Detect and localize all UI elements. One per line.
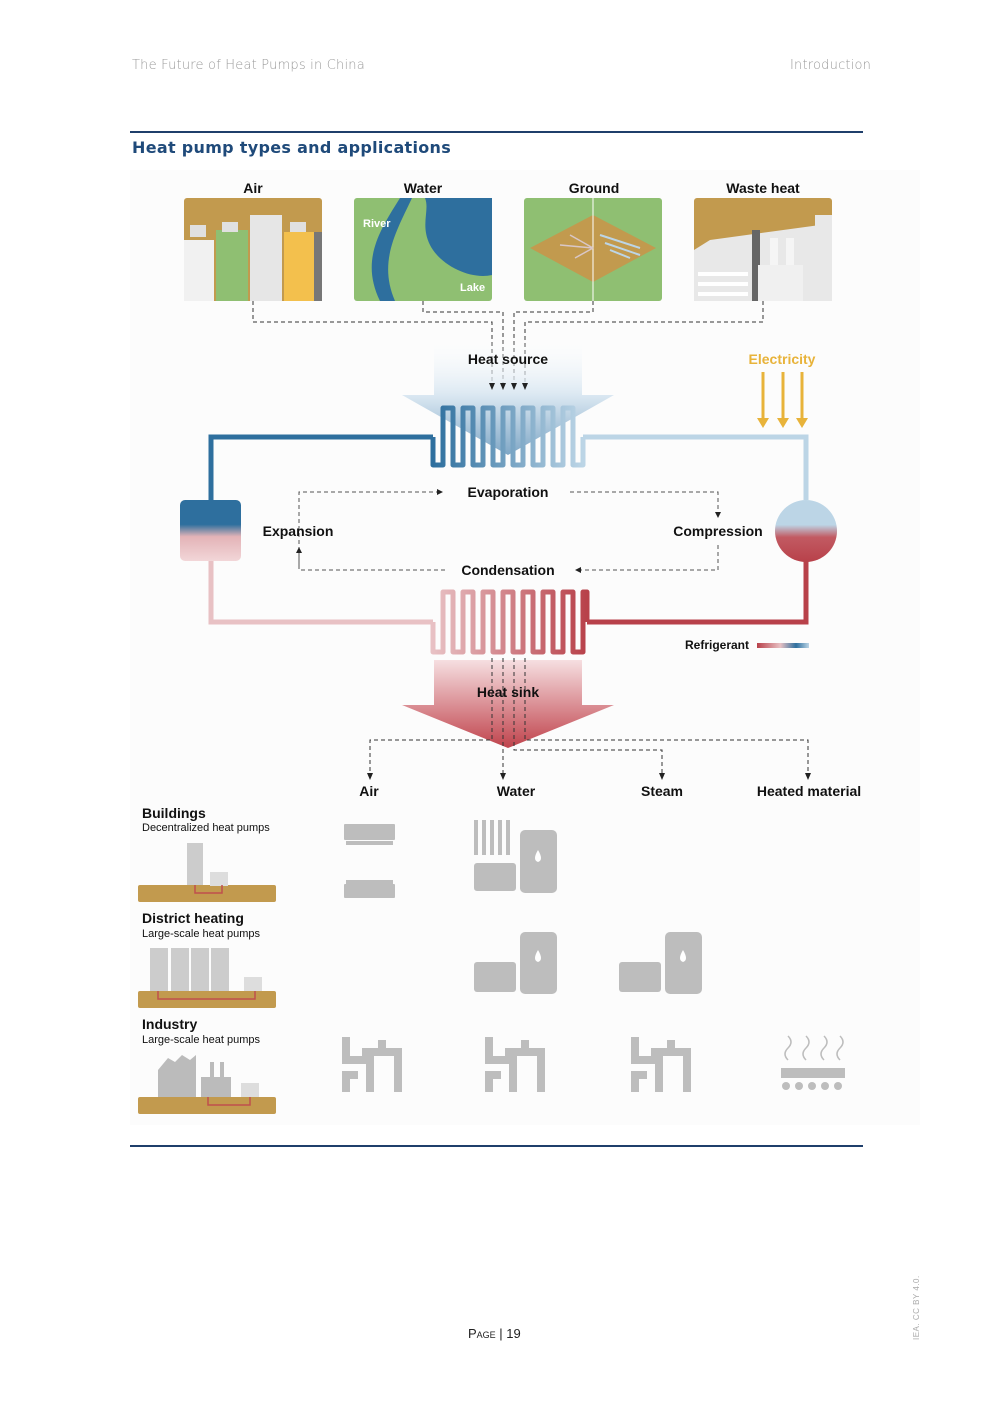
expansion-valve [180, 500, 241, 561]
refrigerant-legend-bar [757, 643, 809, 648]
expansion-label: Expansion [262, 523, 334, 539]
heat-sink-arrow [402, 660, 614, 748]
heat-source-label: Heat source [467, 351, 549, 367]
page-number: Page | 19 [468, 1326, 521, 1341]
output-label-air: Air [359, 783, 379, 799]
radiator-boiler-icon-district-steam [619, 932, 702, 994]
air-unit-icon [344, 824, 395, 898]
radiator-boiler-icon-buildings [474, 820, 557, 893]
compressor [775, 500, 837, 562]
heat-sink-label: Heat sink [476, 684, 540, 700]
pipe-hot-light [208, 560, 433, 625]
source-arrowheads [489, 383, 528, 390]
buildings-illustration [138, 843, 276, 902]
lake-label: Lake [460, 282, 486, 294]
pipe-cold-light [583, 434, 809, 500]
application-buildings: Buildings [142, 805, 206, 821]
application-industry: Industry [142, 1016, 198, 1032]
section-name: Introduction [790, 58, 872, 73]
sink-connectors [369, 658, 809, 775]
document-title: The Future of Heat Pumps in China [132, 58, 365, 73]
cycle-arrows [296, 489, 721, 573]
compression-label: Compression [673, 523, 763, 539]
evaporation-label: Evaporation [467, 484, 549, 500]
application-buildings-desc: Decentralized heat pumps [142, 822, 270, 834]
figure-title: Heat pump types and applications [132, 138, 452, 157]
source-label-ground: Ground [568, 180, 620, 196]
industrial-pipe-icons [342, 1037, 691, 1092]
condenser-coil [430, 589, 590, 655]
source-label-water: Water [403, 180, 443, 196]
bottom-rule [130, 1145, 863, 1147]
output-label-steam: Steam [640, 783, 684, 799]
top-rule [130, 131, 863, 133]
condensation-label: Condensation [461, 562, 555, 578]
source-label-air: Air [243, 180, 263, 196]
district-heating-illustration [138, 948, 276, 1008]
heated-material-icon [781, 1035, 845, 1090]
waste-heat-source-image [694, 198, 832, 301]
application-district-heating: District heating [142, 910, 244, 926]
pipe-cold [208, 434, 433, 500]
electricity-label: Electricity [748, 351, 816, 367]
evaporator-coil [430, 405, 586, 468]
output-label-water: Water [496, 783, 536, 799]
pipe-hot [587, 560, 809, 625]
license-text: IEA. CC BY 4.0. [912, 1275, 921, 1340]
radiator-boiler-icon-district-water [474, 932, 557, 994]
source-label-waste-heat: Waste heat [726, 180, 800, 196]
output-label-heated-material: Heated material [756, 783, 862, 799]
ground-source-image [524, 198, 662, 301]
application-industry-desc: Large-scale heat pumps [142, 1034, 261, 1046]
air-source-image [184, 198, 322, 301]
industry-illustration [138, 1055, 276, 1114]
refrigerant-legend-label: Refrigerant [684, 638, 750, 652]
river-label: River [363, 218, 391, 230]
water-source-image [354, 198, 492, 301]
electricity-arrows [761, 372, 804, 420]
application-district-heating-desc: Large-scale heat pumps [142, 928, 261, 940]
